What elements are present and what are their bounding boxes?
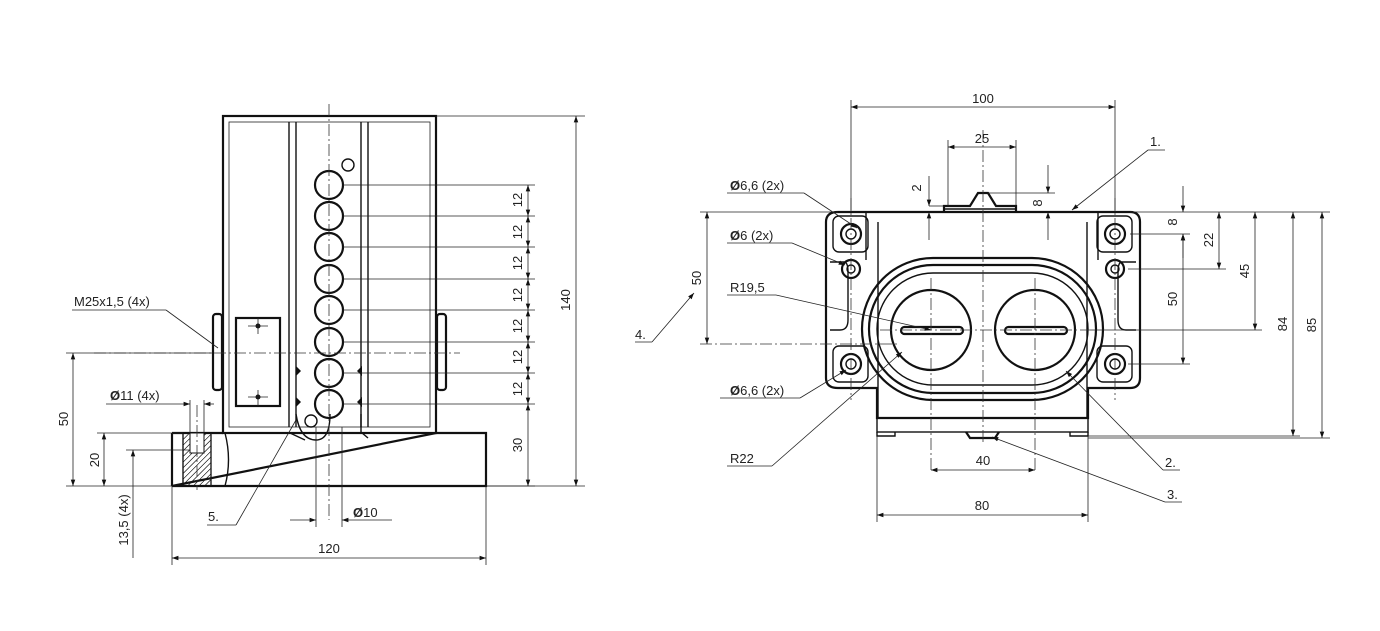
dim-8-right: 8 (1165, 218, 1180, 225)
dim-85: 85 (1304, 318, 1319, 332)
thread-label: M25x1,5 (4x) (74, 294, 150, 309)
cable-gland-right (435, 312, 448, 392)
side-view: 12 12 12 12 12 12 12 30 140 120 Ø10 50 2… (56, 104, 585, 565)
dim-12-1: 12 (510, 193, 525, 207)
dim-12-7: 12 (510, 382, 525, 396)
gasket-inner (867, 263, 1098, 395)
gasket-outer (860, 256, 1105, 402)
dim-120: 120 (318, 541, 340, 556)
dim-40: 40 (976, 453, 990, 468)
dim-12-5: 12 (510, 319, 525, 333)
marker-hole (341, 158, 355, 172)
dim-dia-10: Ø10 (353, 505, 378, 520)
dim-50-right: 50 (1165, 292, 1180, 306)
dim-140: 140 (558, 289, 573, 311)
hole-label-66-bottom: Ø6,6 (2x) (730, 383, 784, 398)
radius-label-195: R19,5 (730, 280, 765, 295)
dim-12-3: 12 (510, 256, 525, 270)
base-flange (876, 417, 1089, 433)
dim-20: 20 (87, 453, 102, 467)
front-view: 100 25 2 8 8 50 22 45 (635, 91, 1330, 522)
dim-12-2: 12 (510, 225, 525, 239)
housing-inner-line (228, 121, 431, 428)
callout-3: 3. (1167, 487, 1178, 502)
dim-2: 2 (909, 184, 924, 191)
dim-30: 30 (510, 438, 525, 452)
hole-label-66-top: Ø6,6 (2x) (730, 178, 784, 193)
dim-25: 25 (975, 131, 989, 146)
dim-22: 22 (1201, 233, 1216, 247)
callout-5: 5. (208, 509, 219, 524)
dim-50-side: 50 (56, 412, 71, 426)
callout-2: 2. (1165, 455, 1176, 470)
dim-100: 100 (972, 91, 994, 106)
dim-45: 45 (1237, 264, 1252, 278)
dim-84: 84 (1275, 317, 1290, 331)
dim-dia-11: Ø11 (4x) (110, 388, 160, 403)
callout-4: 4. (635, 327, 646, 342)
dim-12-4: 12 (510, 288, 525, 302)
callout-1: 1. (1150, 134, 1161, 149)
radius-label-22: R22 (730, 451, 754, 466)
dim-8-top: 8 (1030, 199, 1045, 206)
hole-label-6: Ø6 (2x) (730, 228, 773, 243)
housing-outline (221, 114, 438, 435)
dim-12-6: 12 (510, 350, 525, 364)
cable-gland-left (211, 312, 224, 392)
dim-13-5: 13,5 (4x) (116, 494, 131, 545)
dim-50-left: 50 (689, 271, 704, 285)
dim-80: 80 (975, 498, 989, 513)
